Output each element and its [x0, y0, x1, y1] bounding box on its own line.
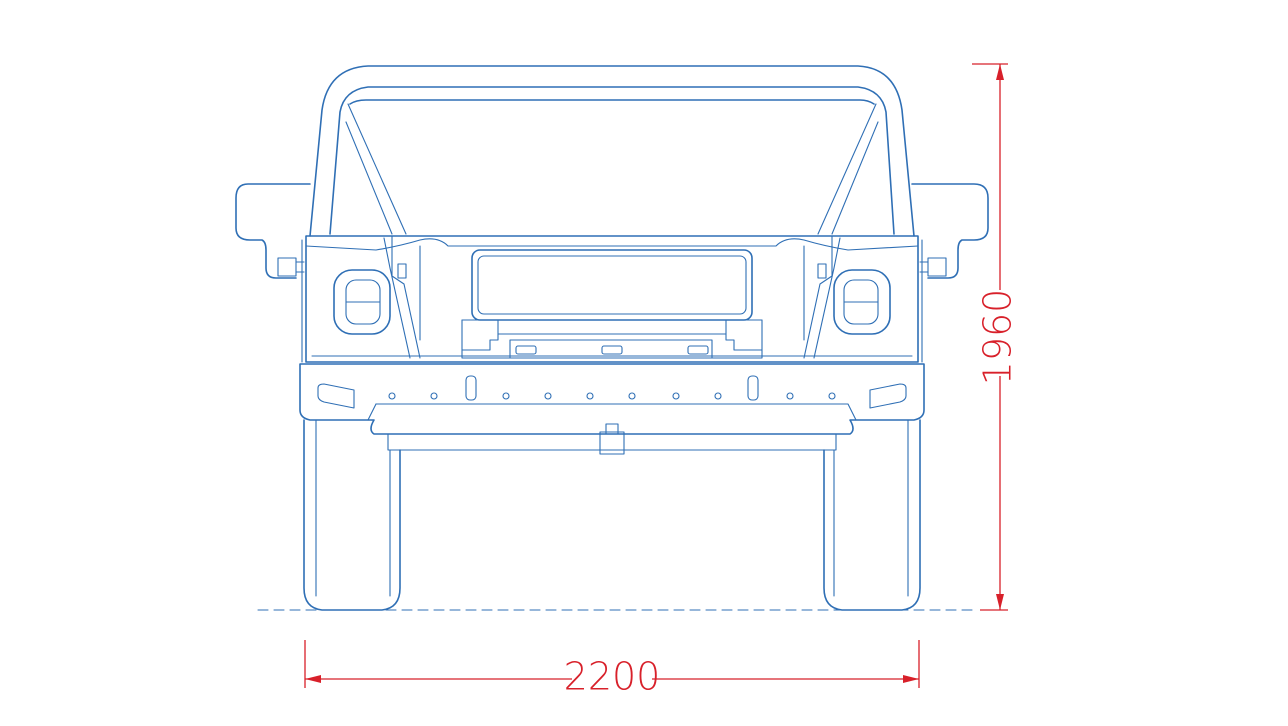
vehicle-outline [235, 65, 989, 611]
height-dimension-label: 1960 [976, 289, 1020, 386]
width-dimension-label: 2200 [564, 655, 661, 699]
headlight-right [803, 235, 891, 359]
grille [419, 245, 805, 359]
wheel-right [823, 419, 921, 611]
roll-cage [309, 65, 915, 237]
mirror-right [911, 183, 989, 279]
wheel-left [303, 419, 401, 611]
width-dimension: 2200 [304, 640, 920, 699]
height-dimension: 1960 [972, 63, 1020, 611]
bumper [299, 363, 925, 455]
mirror-left [235, 183, 311, 279]
body-front [301, 235, 923, 363]
headlight-left [333, 235, 421, 359]
